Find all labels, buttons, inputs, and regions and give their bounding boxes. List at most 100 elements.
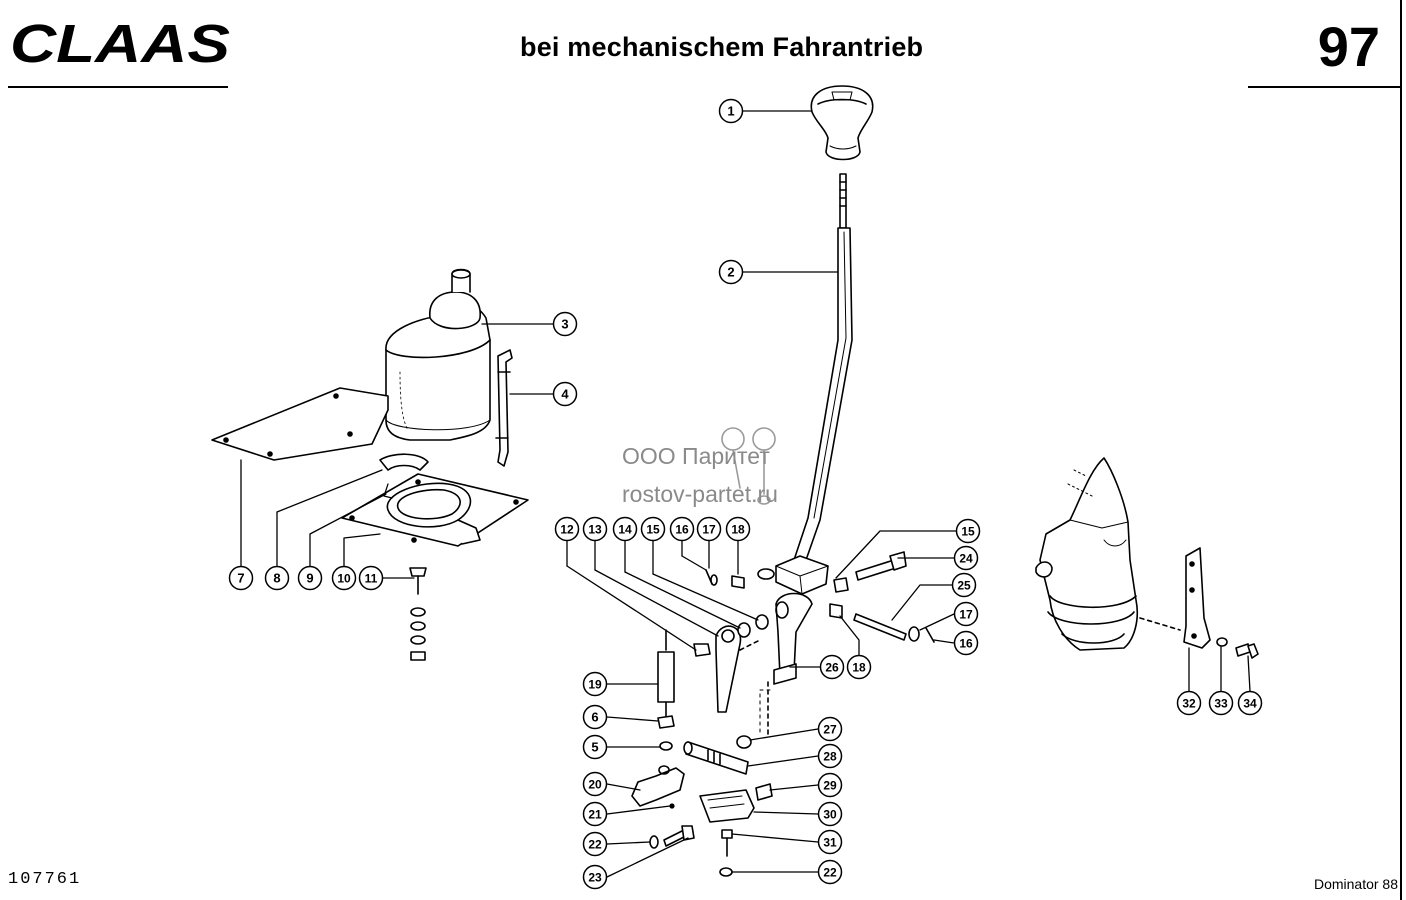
callout-number: 11 — [365, 572, 378, 586]
callout-number: 34 — [1243, 697, 1257, 711]
callout-number: 22 — [823, 866, 837, 880]
callout-number: 16 — [959, 637, 973, 651]
lever-boot-cover — [385, 268, 491, 441]
callout-2: 2 — [718, 259, 744, 285]
callout-number: 27 — [823, 723, 837, 737]
callout-number: 18 — [731, 523, 745, 537]
callout-number: 7 — [237, 571, 244, 586]
callout-21: 21 — [582, 801, 608, 827]
callout-number: 13 — [588, 523, 602, 537]
callout-27: 27 — [817, 716, 843, 742]
watermark-line-2: rostov-partet.ru — [622, 481, 778, 507]
callout-number: 2 — [727, 265, 734, 280]
callout-number: 30 — [823, 808, 837, 822]
callout-25: 25 — [951, 572, 977, 598]
callout-7: 7 — [228, 565, 254, 591]
callout-number: 9 — [306, 571, 313, 586]
callout-5: 5 — [582, 734, 608, 760]
callout-number: 15 — [646, 523, 660, 537]
callout-23: 23 — [582, 864, 608, 890]
drawing-number: 107761 — [8, 870, 82, 889]
callout-6: 6 — [582, 704, 608, 730]
callout-16: 16 — [669, 516, 695, 542]
detent-rod — [495, 349, 513, 467]
callout-18: 18 — [725, 516, 751, 542]
watermark-line-1: ООО Паритет — [622, 443, 770, 469]
callout-17: 17 — [953, 601, 979, 627]
callout-number: 12 — [560, 523, 574, 537]
callout-number: 24 — [959, 552, 973, 566]
callout-number: 4 — [561, 387, 569, 402]
callout-number: 28 — [823, 750, 837, 764]
callout-22: 22 — [817, 859, 843, 885]
callout-number: 26 — [825, 661, 839, 675]
leader-lines — [240, 110, 1251, 878]
callout-1: 1 — [718, 98, 744, 124]
callout-15: 15 — [955, 518, 981, 544]
half-ring — [379, 453, 429, 471]
header-rule-right — [1248, 86, 1400, 88]
callout-number: 16 — [675, 523, 689, 537]
page-number: 97 — [1317, 15, 1380, 78]
callout-30: 30 — [817, 801, 843, 827]
bolt-nut-stack — [409, 567, 427, 661]
callout-33: 33 — [1208, 690, 1234, 716]
claas-logo: CLAAS — [10, 14, 230, 70]
callout-26: 26 — [819, 654, 845, 680]
callout-28: 28 — [817, 743, 843, 769]
shift-lever — [793, 173, 853, 561]
callout-16: 16 — [953, 630, 979, 656]
callout-number: 5 — [591, 740, 598, 755]
callout-13: 13 — [582, 516, 608, 542]
callout-number: 15 — [961, 525, 975, 539]
lever-base-plate — [341, 473, 529, 547]
callout-number: 32 — [1182, 697, 1196, 711]
callout-number: 8 — [273, 571, 280, 586]
callout-31: 31 — [817, 829, 843, 855]
callout-29: 29 — [817, 772, 843, 798]
watermark-callouts — [721, 427, 776, 505]
callout-number: 23 — [588, 871, 602, 885]
gearbox-housing — [1035, 457, 1259, 659]
page-title: bei mechanischem Fahrantrieb — [520, 32, 924, 62]
callout-32: 32 — [1176, 690, 1202, 716]
callout-8: 8 — [264, 565, 290, 591]
callout-number: 20 — [588, 778, 602, 792]
callout-3: 3 — [552, 311, 578, 337]
callout-number: 33 — [1214, 697, 1228, 711]
gear-knob — [810, 85, 874, 161]
callout-number: 3 — [561, 317, 568, 332]
callout-number: 21 — [588, 808, 602, 822]
callout-12: 12 — [554, 516, 580, 542]
callout-22: 22 — [582, 831, 608, 857]
callout-4: 4 — [552, 381, 578, 407]
gasket-plate — [211, 387, 389, 461]
callout-9: 9 — [297, 565, 323, 591]
callout-19: 19 — [582, 671, 608, 697]
callout-34: 34 — [1237, 690, 1263, 716]
brand-logo-text: CLAAS — [10, 14, 230, 70]
callout-11: 11 — [358, 565, 384, 591]
lever-base-bracket — [757, 555, 829, 595]
callout-number: 17 — [959, 608, 973, 622]
callout-number: 31 — [823, 836, 837, 850]
model-name: Dominator 88 — [1313, 876, 1398, 892]
callout-number: 10 — [337, 572, 351, 586]
callout-number: 18 — [852, 661, 866, 675]
callout-15: 15 — [640, 516, 666, 542]
selector-mechanism — [631, 551, 935, 877]
callout-14: 14 — [612, 516, 638, 542]
page-border-right — [1400, 0, 1402, 900]
callout-number: 6 — [591, 710, 598, 725]
callout-17: 17 — [696, 516, 722, 542]
callout-number: 25 — [957, 579, 971, 593]
callout-10: 10 — [331, 565, 357, 591]
callout-number: 1 — [727, 104, 734, 119]
header-rule-left — [8, 86, 228, 88]
callout-number: 29 — [823, 779, 837, 793]
callout-18: 18 — [846, 654, 872, 680]
callout-number: 14 — [618, 523, 632, 537]
